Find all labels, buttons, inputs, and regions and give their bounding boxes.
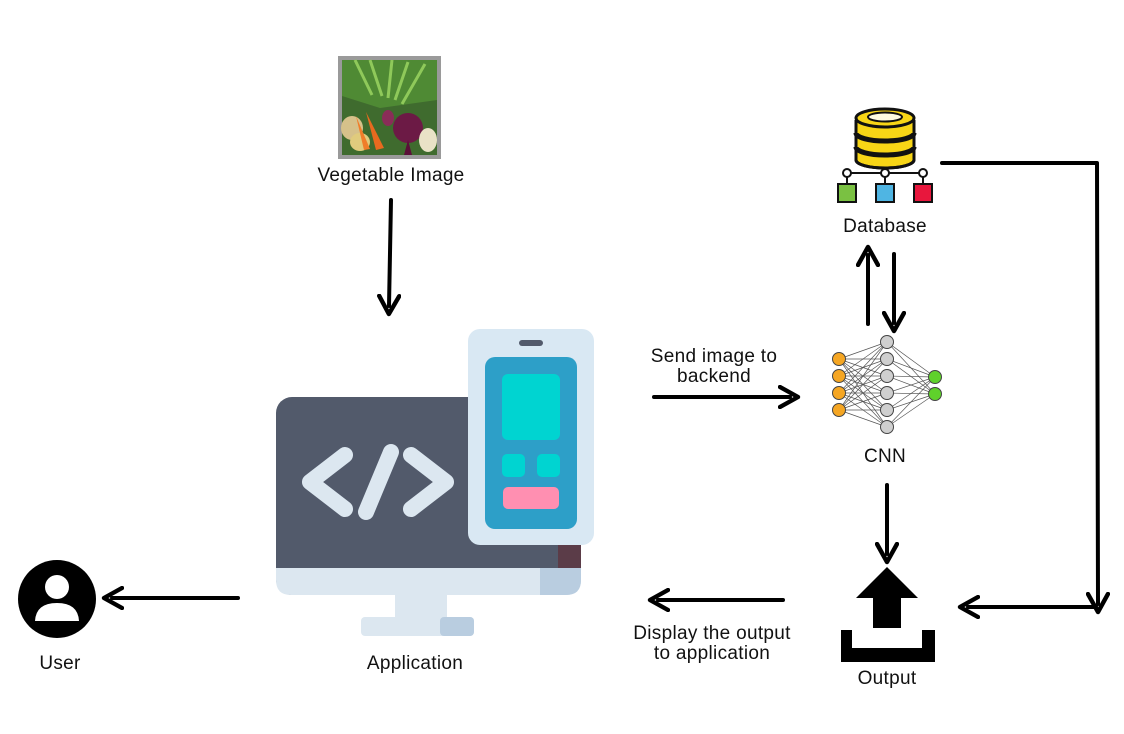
database-icon bbox=[837, 107, 933, 203]
nn-connection bbox=[886, 341, 936, 378]
database-label: Database bbox=[843, 216, 927, 237]
output-upload-icon bbox=[841, 567, 935, 662]
nn-node bbox=[832, 369, 846, 383]
nn-connection bbox=[838, 392, 888, 411]
cnn-label: CNN bbox=[863, 446, 907, 467]
neural-network-icon bbox=[832, 335, 942, 434]
nn-node bbox=[832, 403, 846, 417]
application-icon bbox=[276, 329, 594, 636]
nn-connection bbox=[838, 341, 888, 411]
nn-node bbox=[832, 352, 846, 366]
nn-connection bbox=[838, 409, 888, 428]
arrow-database-to-output-vertical bbox=[940, 161, 1098, 604]
display-output-edge-label: Display the output to application bbox=[633, 623, 791, 664]
nn-connection bbox=[838, 341, 888, 394]
arrow-image-to-application bbox=[389, 198, 391, 306]
nn-connection bbox=[838, 375, 888, 411]
nn-connection bbox=[838, 341, 888, 360]
user-icon bbox=[18, 560, 96, 638]
user-label: User bbox=[39, 653, 81, 674]
vegetable-photo bbox=[338, 56, 441, 159]
nn-node bbox=[880, 335, 894, 349]
output-label: Output bbox=[857, 668, 917, 689]
nn-node bbox=[880, 420, 894, 434]
nn-connection bbox=[886, 358, 936, 378]
nn-node bbox=[832, 386, 846, 400]
nn-connection bbox=[886, 375, 936, 378]
application-label: Application bbox=[366, 653, 464, 674]
nn-node bbox=[928, 370, 942, 384]
nn-connection bbox=[886, 376, 936, 394]
send-image-edge-label: Send image to backend bbox=[650, 346, 778, 387]
nn-node bbox=[880, 352, 894, 366]
vegetable-image-label: Vegetable Image bbox=[317, 165, 465, 186]
nn-connection bbox=[886, 393, 936, 428]
nn-connection bbox=[886, 376, 936, 428]
nn-connection bbox=[838, 341, 888, 377]
nn-node bbox=[928, 387, 942, 401]
nn-connection bbox=[886, 376, 936, 411]
nn-node bbox=[880, 369, 894, 383]
nn-connection bbox=[838, 358, 888, 411]
nn-node bbox=[880, 403, 894, 417]
nn-node bbox=[880, 386, 894, 400]
